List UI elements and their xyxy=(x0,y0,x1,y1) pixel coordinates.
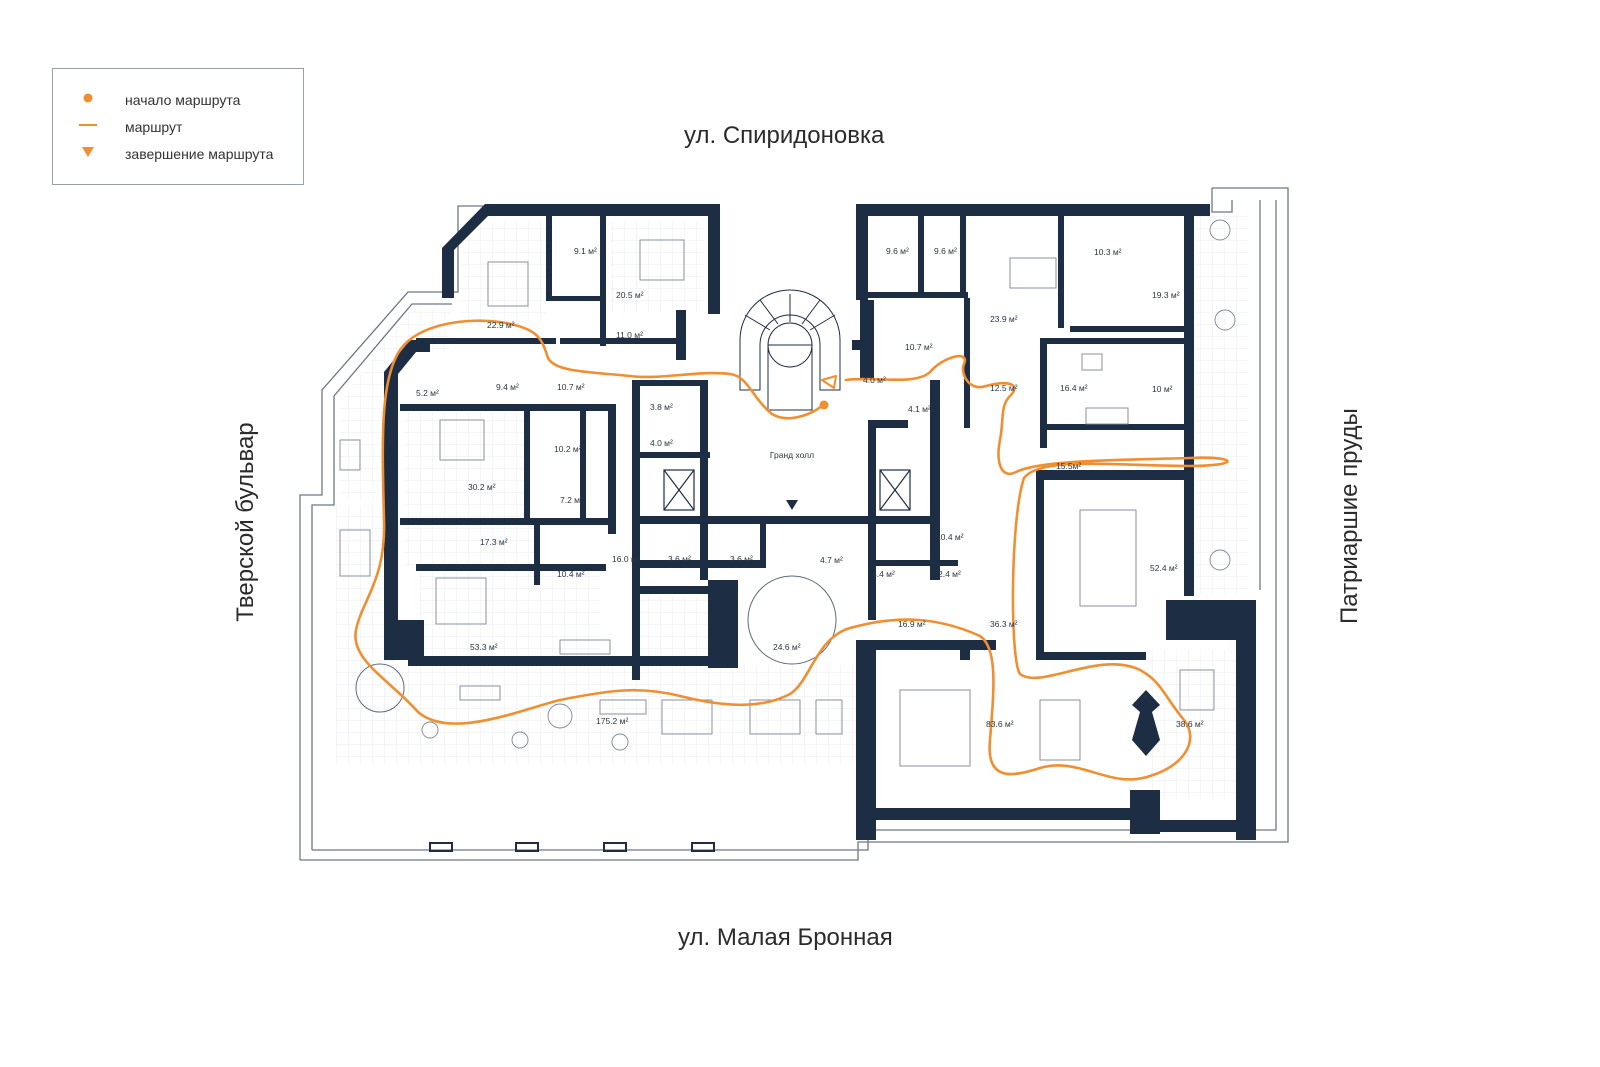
room-area: 3.8 м² xyxy=(650,402,673,412)
room-area: 4.1 м² xyxy=(908,404,931,414)
room-area: 10.7 м² xyxy=(557,382,585,392)
legend-label: маршрут xyxy=(125,119,183,135)
room-area: 52.4 м² xyxy=(1150,563,1178,573)
room-area: 4.0 м² xyxy=(650,438,673,448)
room-area: 9.6 м² xyxy=(934,246,957,256)
legend-label: завершение маршрута xyxy=(125,146,274,162)
route-path xyxy=(354,319,1229,781)
room-area: 22.9 м² xyxy=(487,320,515,330)
room-area: 9.4 м² xyxy=(496,382,519,392)
room-area: 15.5м² xyxy=(1056,461,1081,471)
room-area: 24.6 м² xyxy=(773,642,801,652)
route-start-dot-icon xyxy=(83,93,93,103)
room-area: 17.3 м² xyxy=(480,537,508,547)
room-area: 10.2 м² xyxy=(554,444,582,454)
map-legend: начало маршрута маршрут завершение маршр… xyxy=(52,68,304,185)
room-area: 3.6 м² xyxy=(668,554,691,564)
spiral-staircase xyxy=(739,289,841,411)
room-area: 10.3 м² xyxy=(1094,247,1122,257)
legend-label: начало маршрута xyxy=(125,92,241,108)
room-area: 7.2 м² xyxy=(560,495,583,505)
room-area: 2.4 м² xyxy=(938,569,961,579)
room-area: 10.4 м² xyxy=(936,532,964,542)
room-area: 16.9 м² xyxy=(898,619,926,629)
room-area: 30.2 м² xyxy=(468,482,496,492)
room-area: 20.5 м² xyxy=(616,290,644,300)
walls xyxy=(384,204,1256,840)
legend-item-route: маршрут xyxy=(53,116,303,138)
room-area: 4.4 м² xyxy=(872,569,895,579)
room-area: 19.3 м² xyxy=(1152,290,1180,300)
route-start-dot xyxy=(819,400,829,410)
room-area: 10 м² xyxy=(1152,384,1173,394)
room-area: 16.4 м² xyxy=(1060,383,1088,393)
room-area: 53.3 м² xyxy=(470,642,498,652)
room-area: 4.0 м² xyxy=(863,375,886,385)
room-area: 4.7 м² xyxy=(820,555,843,565)
street-label-bottom: ул. Малая Бронная xyxy=(678,924,893,951)
room-area: 83.6 м² xyxy=(986,719,1014,729)
room-area: 23.9 м² xyxy=(990,314,1018,324)
room-area: 9.6 м² xyxy=(886,246,909,256)
room-area: 10.7 м² xyxy=(905,342,933,352)
room-area: 16.0 м² xyxy=(612,554,640,564)
legend-item-route-end: завершение маршрута xyxy=(53,143,303,165)
window-marks xyxy=(429,842,715,852)
entrance-arrow-icon xyxy=(786,500,798,510)
legend-item-route-start: начало маршрута xyxy=(53,89,303,111)
room-area: 3.6 м² xyxy=(730,554,753,564)
route-line-icon xyxy=(79,124,97,126)
room-area: 10.4 м² xyxy=(557,569,585,579)
room-area: 38.6 м² xyxy=(1176,719,1204,729)
route xyxy=(354,319,1229,781)
room-area-labels: 22.9 м² 9.1 м² 20.5 м² 11.0 м² 5.2 м² 9.… xyxy=(416,246,1204,729)
building-outline xyxy=(299,187,1289,861)
rotunda xyxy=(355,575,837,713)
room-area: 11.0 м² xyxy=(616,330,643,340)
route-end-marker xyxy=(821,375,837,389)
street-label-top: ул. Спиридоновка xyxy=(684,122,885,149)
room-area: 9.1 м² xyxy=(574,246,597,256)
elevator-shafts xyxy=(663,469,911,511)
room-area: 36.3 м² xyxy=(990,619,1018,629)
room-area: 12.5 м² xyxy=(990,383,1018,393)
hall-label: Гранд холл xyxy=(770,450,814,460)
furniture xyxy=(339,219,1236,767)
route-end-triangle-icon xyxy=(82,147,94,157)
room-area: 5.2 м² xyxy=(416,388,439,398)
room-area: 175.2 м² xyxy=(596,716,628,726)
